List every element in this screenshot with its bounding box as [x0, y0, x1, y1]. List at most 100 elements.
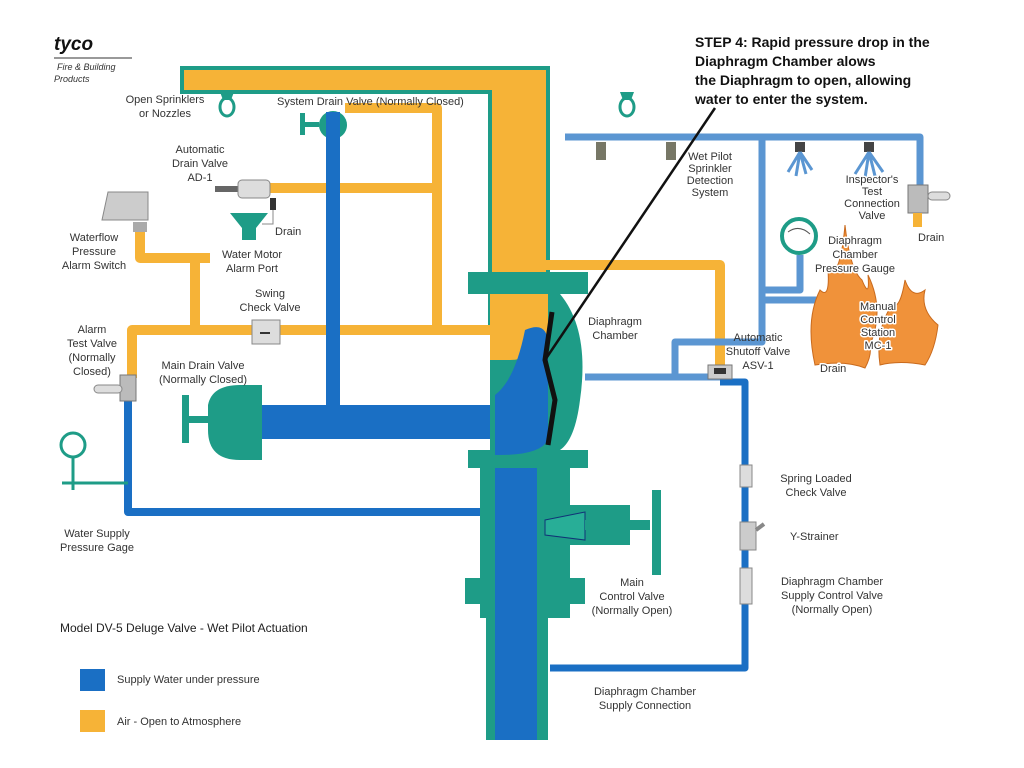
spraying-sprinkler-icon — [853, 142, 885, 179]
svg-text:Inspector's: Inspector's — [846, 174, 899, 186]
main-drain-valve — [182, 385, 262, 460]
svg-text:AD-1: AD-1 — [187, 172, 212, 184]
svg-text:Sprinkler: Sprinkler — [688, 163, 732, 175]
system-drain-valve — [300, 111, 347, 152]
supply-control-valve-icon — [739, 567, 753, 605]
svg-text:water to enter the system.: water to enter the system. — [694, 91, 868, 107]
y-strainer-label: Y-Strainer — [790, 531, 839, 543]
svg-text:Main: Main — [620, 577, 644, 589]
svg-text:or Nozzles: or Nozzles — [139, 108, 191, 120]
svg-text:Swing: Swing — [255, 288, 285, 300]
svg-text:Waterflow: Waterflow — [70, 232, 119, 244]
y-strainer-icon — [739, 521, 766, 551]
svg-text:Water Supply: Water Supply — [64, 528, 130, 540]
svg-text:(Normally Open): (Normally Open) — [792, 604, 873, 616]
svg-text:System: System — [692, 187, 729, 199]
svg-text:Control Valve: Control Valve — [599, 591, 664, 603]
svg-text:Station: Station — [861, 327, 895, 339]
main-control-valve — [540, 490, 661, 575]
svg-text:Fire & Building: Fire & Building — [57, 62, 116, 72]
svg-text:Air - Open to Atmosphere: Air - Open to Atmosphere — [117, 716, 241, 728]
legend-swatch-air — [80, 710, 105, 732]
svg-text:Drain Valve: Drain Valve — [172, 158, 228, 170]
automatic-shutoff-valve-icon — [707, 364, 733, 380]
fire-flame-icon — [810, 224, 939, 369]
automatic-drain-valve — [215, 179, 276, 225]
svg-text:Diaphragm Chamber: Diaphragm Chamber — [781, 576, 883, 588]
svg-text:Diaphragm: Diaphragm — [588, 316, 642, 328]
svg-text:Automatic: Automatic — [176, 144, 225, 156]
svg-text:Chamber: Chamber — [592, 330, 638, 342]
svg-text:Shutoff Valve: Shutoff Valve — [726, 346, 790, 358]
system-drain-label: System Drain Valve (Normally Closed) — [277, 96, 464, 108]
pilot-sprinkler-icon — [596, 142, 606, 160]
spraying-sprinkler-icon — [786, 142, 814, 177]
svg-text:Closed): Closed) — [73, 366, 111, 378]
svg-text:Alarm Switch: Alarm Switch — [62, 260, 126, 272]
svg-text:Detection: Detection — [687, 175, 733, 187]
water-supply-gauge-icon — [59, 431, 128, 490]
svg-text:Automatic: Automatic — [734, 332, 783, 344]
deluge-valve-body — [465, 272, 588, 740]
svg-text:Test Valve: Test Valve — [67, 338, 117, 350]
svg-text:Supply Connection: Supply Connection — [599, 700, 691, 712]
air-lines — [127, 103, 725, 378]
svg-text:Control: Control — [860, 314, 895, 326]
waterflow-alarm-switch-icon — [101, 191, 149, 232]
inspectors-test-valve — [907, 184, 951, 227]
svg-text:Chamber: Chamber — [832, 249, 878, 261]
svg-text:Alarm Port: Alarm Port — [226, 263, 278, 275]
svg-text:Wet Pilot: Wet Pilot — [688, 151, 732, 163]
svg-text:Water Motor: Water Motor — [222, 249, 282, 261]
svg-text:Main Drain Valve: Main Drain Valve — [162, 360, 245, 372]
water-motor-alarm-port-icon — [230, 213, 268, 240]
svg-text:Diaphragm Chamber alows: Diaphragm Chamber alows — [695, 53, 876, 69]
spring-check-valve-icon — [739, 464, 753, 488]
main-drain-label: Main Drain Valve (Normally Closed) — [159, 360, 247, 386]
diagram-title: Model DV-5 Deluge Valve - Wet Pilot Actu… — [60, 621, 308, 635]
svg-text:Supply Control Valve: Supply Control Valve — [781, 590, 883, 602]
svg-text:MC-1: MC-1 — [865, 340, 892, 352]
drain-right-label: Drain — [918, 232, 944, 244]
svg-text:(Normally Closed): (Normally Closed) — [159, 374, 247, 386]
diaphragm-gauge-icon — [780, 217, 818, 255]
drain-label: Drain — [275, 226, 301, 238]
step-description: STEP 4: Rapid pressure drop in the Diaph… — [694, 34, 930, 107]
open-sprinklers-label: Open Sprinklers or Nozzles — [126, 94, 205, 120]
svg-text:(Normally Open): (Normally Open) — [592, 605, 673, 617]
svg-text:Diaphragm Chamber: Diaphragm Chamber — [594, 686, 696, 698]
svg-text:tyco: tyco — [54, 34, 93, 55]
svg-text:Open Sprinklers: Open Sprinklers — [126, 94, 205, 106]
svg-text:Diaphragm: Diaphragm — [828, 235, 882, 247]
svg-text:Test: Test — [862, 186, 882, 198]
svg-text:STEP 4: Rapid pressure drop in: STEP 4: Rapid pressure drop in the — [695, 34, 930, 50]
svg-text:Check Valve: Check Valve — [786, 487, 847, 499]
callout-pointer — [543, 107, 717, 361]
drain-mc-label: Drain — [820, 363, 846, 375]
svg-text:(Normally: (Normally — [68, 352, 116, 364]
open-sprinkler-icon — [618, 92, 636, 118]
svg-text:Manual: Manual — [860, 301, 896, 313]
svg-text:the Diaphragm to open, allowin: the Diaphragm to open, allowing — [695, 72, 911, 88]
svg-text:Alarm: Alarm — [78, 324, 107, 336]
svg-text:ASV-1: ASV-1 — [742, 360, 773, 372]
svg-text:Spring Loaded: Spring Loaded — [780, 473, 852, 485]
svg-text:Pressure Gauge: Pressure Gauge — [815, 263, 895, 275]
